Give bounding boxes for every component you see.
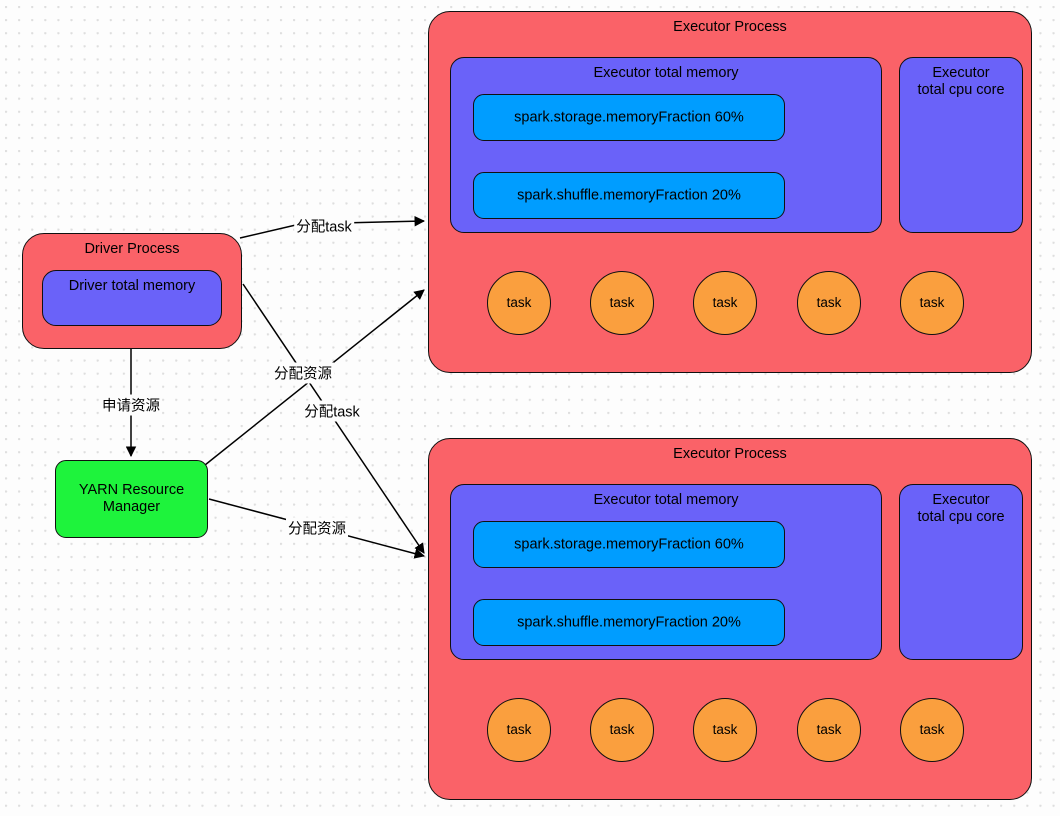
executor-2-shuffle-fraction-label: spark.shuffle.memoryFraction 20% bbox=[517, 613, 741, 630]
edge-label-driver-to-executor2: 分配task bbox=[302, 400, 362, 422]
executor-2-storage-fraction-box[interactable]: spark.storage.memoryFraction 60% bbox=[473, 521, 785, 568]
executor-2-task-2[interactable]: task bbox=[590, 698, 654, 762]
task-label: task bbox=[609, 295, 635, 311]
executor-2-total-memory-title: Executor total memory bbox=[593, 492, 739, 508]
executor-1-task-5[interactable]: task bbox=[900, 271, 964, 335]
executor-1-total-memory-title: Executor total memory bbox=[593, 65, 739, 81]
driver-total-memory-label: Driver total memory bbox=[68, 278, 196, 294]
executor-1-task-2[interactable]: task bbox=[590, 271, 654, 335]
executor-1-storage-fraction-box[interactable]: spark.storage.memoryFraction 60% bbox=[473, 94, 785, 141]
executor-1-total-cpu-core-label: Executor total cpu core bbox=[917, 65, 1005, 99]
yarn-resource-manager-box[interactable]: YARN Resource Manager bbox=[55, 460, 208, 538]
executor-2-total-cpu-core-box[interactable]: Executor total cpu core bbox=[899, 484, 1023, 660]
edge-label-driver-to-executor1: 分配task bbox=[294, 215, 354, 237]
driver-process-title: Driver Process bbox=[84, 241, 180, 257]
task-label: task bbox=[816, 722, 842, 738]
task-label: task bbox=[919, 722, 945, 738]
task-label: task bbox=[919, 295, 945, 311]
executor-1-shuffle-fraction-label: spark.shuffle.memoryFraction 20% bbox=[517, 186, 741, 203]
task-label: task bbox=[712, 295, 738, 311]
yarn-resource-manager-label: YARN Resource Manager bbox=[78, 481, 185, 515]
executor-2-task-1[interactable]: task bbox=[487, 698, 551, 762]
executor-2-task-3[interactable]: task bbox=[693, 698, 757, 762]
task-label: task bbox=[712, 722, 738, 738]
executor-2-shuffle-fraction-box[interactable]: spark.shuffle.memoryFraction 20% bbox=[473, 599, 785, 646]
task-label: task bbox=[609, 722, 635, 738]
edge-label-yarn-to-executor2: 分配资源 bbox=[286, 517, 348, 539]
driver-total-memory-box[interactable]: Driver total memory bbox=[42, 270, 222, 326]
executor-process-2-title: Executor Process bbox=[673, 446, 787, 462]
executor-1-shuffle-fraction-box[interactable]: spark.shuffle.memoryFraction 20% bbox=[473, 172, 785, 219]
edge-label-yarn-to-executor1: 分配资源 bbox=[272, 362, 334, 384]
executor-1-task-4[interactable]: task bbox=[797, 271, 861, 335]
executor-2-task-5[interactable]: task bbox=[900, 698, 964, 762]
executor-1-task-1[interactable]: task bbox=[487, 271, 551, 335]
executor-process-1-title: Executor Process bbox=[673, 19, 787, 35]
executor-1-total-cpu-core-box[interactable]: Executor total cpu core bbox=[899, 57, 1023, 233]
executor-1-task-3[interactable]: task bbox=[693, 271, 757, 335]
edge-label-driver-to-yarn: 申请资源 bbox=[100, 394, 162, 416]
executor-2-storage-fraction-label: spark.storage.memoryFraction 60% bbox=[514, 535, 744, 552]
executor-2-task-4[interactable]: task bbox=[797, 698, 861, 762]
executor-1-storage-fraction-label: spark.storage.memoryFraction 60% bbox=[514, 108, 744, 125]
executor-2-total-cpu-core-label: Executor total cpu core bbox=[917, 492, 1005, 526]
task-label: task bbox=[816, 295, 842, 311]
task-label: task bbox=[506, 295, 532, 311]
task-label: task bbox=[506, 722, 532, 738]
